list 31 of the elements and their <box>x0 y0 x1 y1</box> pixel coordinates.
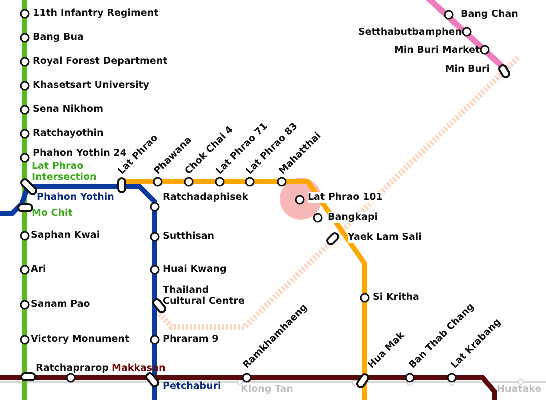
station-name: Ratchaprarop <box>36 363 109 374</box>
station-name: Phahon Yothin <box>37 192 114 203</box>
station-name: Saphan Kwai <box>31 230 100 241</box>
station-name: Min Buri Market <box>394 45 480 56</box>
station-name: Phraram 9 <box>163 334 219 345</box>
station-name: 11th Infantry Regiment <box>33 8 159 19</box>
station-name: Bangkapi <box>328 212 378 223</box>
station-name: Bang Bua <box>33 32 84 43</box>
station-name: Mo Chit <box>32 208 73 219</box>
station-name: Setthabutbamphen <box>358 27 462 38</box>
station-name: Lat Phrao 101 <box>308 192 383 203</box>
station-name: Bang Chan <box>461 9 518 20</box>
station-name: Khasetsart University <box>33 80 150 91</box>
station-name: Yaek Lam Sali <box>348 232 422 243</box>
station-name: Thailand Cultural Centre <box>163 285 245 307</box>
station-name: Ratchayothin <box>33 128 104 139</box>
station-name: Royal Forest Department <box>33 56 168 67</box>
station-name: Si Kritha <box>373 292 420 303</box>
station-name: Petchaburi <box>163 381 222 392</box>
station-name: Phahon Yothin 24 <box>33 148 127 159</box>
station-name: Sanam Pao <box>31 299 90 310</box>
station-name: Ari <box>31 264 46 275</box>
station-name: Ratchadaphisek <box>163 192 249 203</box>
station-name: Min Buri <box>445 64 490 75</box>
station-name: Klong Tan <box>241 384 294 395</box>
station-name: Victory Monument <box>31 334 130 345</box>
station-name: Sena Nikhom <box>33 104 104 115</box>
station-name: Huatake <box>497 384 542 395</box>
station-name: Lat Phrao Intersection <box>32 161 98 183</box>
station-name: Huai Kwang <box>163 264 227 275</box>
station-name: Sutthisan <box>163 231 215 242</box>
